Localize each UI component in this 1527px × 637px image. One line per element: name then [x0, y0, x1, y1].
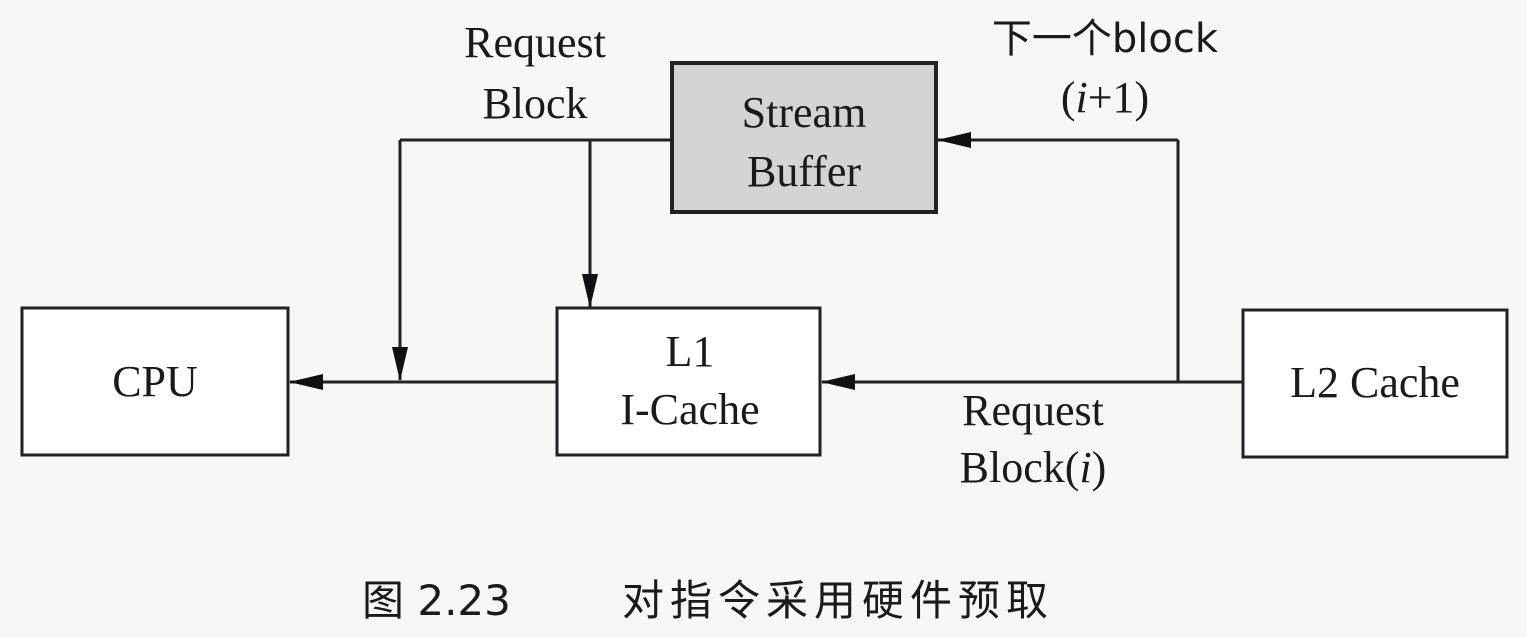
request-block-label-1: Request: [464, 18, 606, 67]
stream-buffer-box: [670, 61, 938, 214]
next-block-prefix: (: [1061, 73, 1076, 122]
figure-caption: 对指令采用硬件预取: [622, 576, 1054, 625]
stream-buffer-label-1: Stream: [742, 88, 867, 137]
l1-label-1: L1: [666, 327, 715, 376]
l1-label-2: I-Cache: [620, 385, 759, 434]
figure-number: 图 2.23: [362, 576, 511, 625]
request-block-i-prefix: Block(: [960, 443, 1080, 492]
l2-cache-box: [1241, 308, 1509, 459]
request-block-i-suffix: ): [1092, 443, 1107, 492]
l2-label: L2 Cache: [1290, 358, 1460, 407]
stream-buffer-label-2: Buffer: [747, 147, 861, 196]
next-block-var: i: [1075, 73, 1087, 122]
request-block-i-label-1: Request: [962, 386, 1104, 435]
request-block-i-label-2: Block(i): [960, 443, 1107, 492]
request-block-i-var: i: [1079, 443, 1091, 492]
cpu-label: CPU: [112, 357, 198, 406]
next-block-label-1: 下一个block: [992, 16, 1219, 62]
next-block-label-2: (i+1): [1061, 73, 1149, 122]
request-block-label-2: Block: [482, 79, 587, 128]
next-block-suffix: +1): [1088, 73, 1149, 122]
cpu-box: [20, 306, 290, 457]
l1-icache-box: [555, 306, 822, 457]
